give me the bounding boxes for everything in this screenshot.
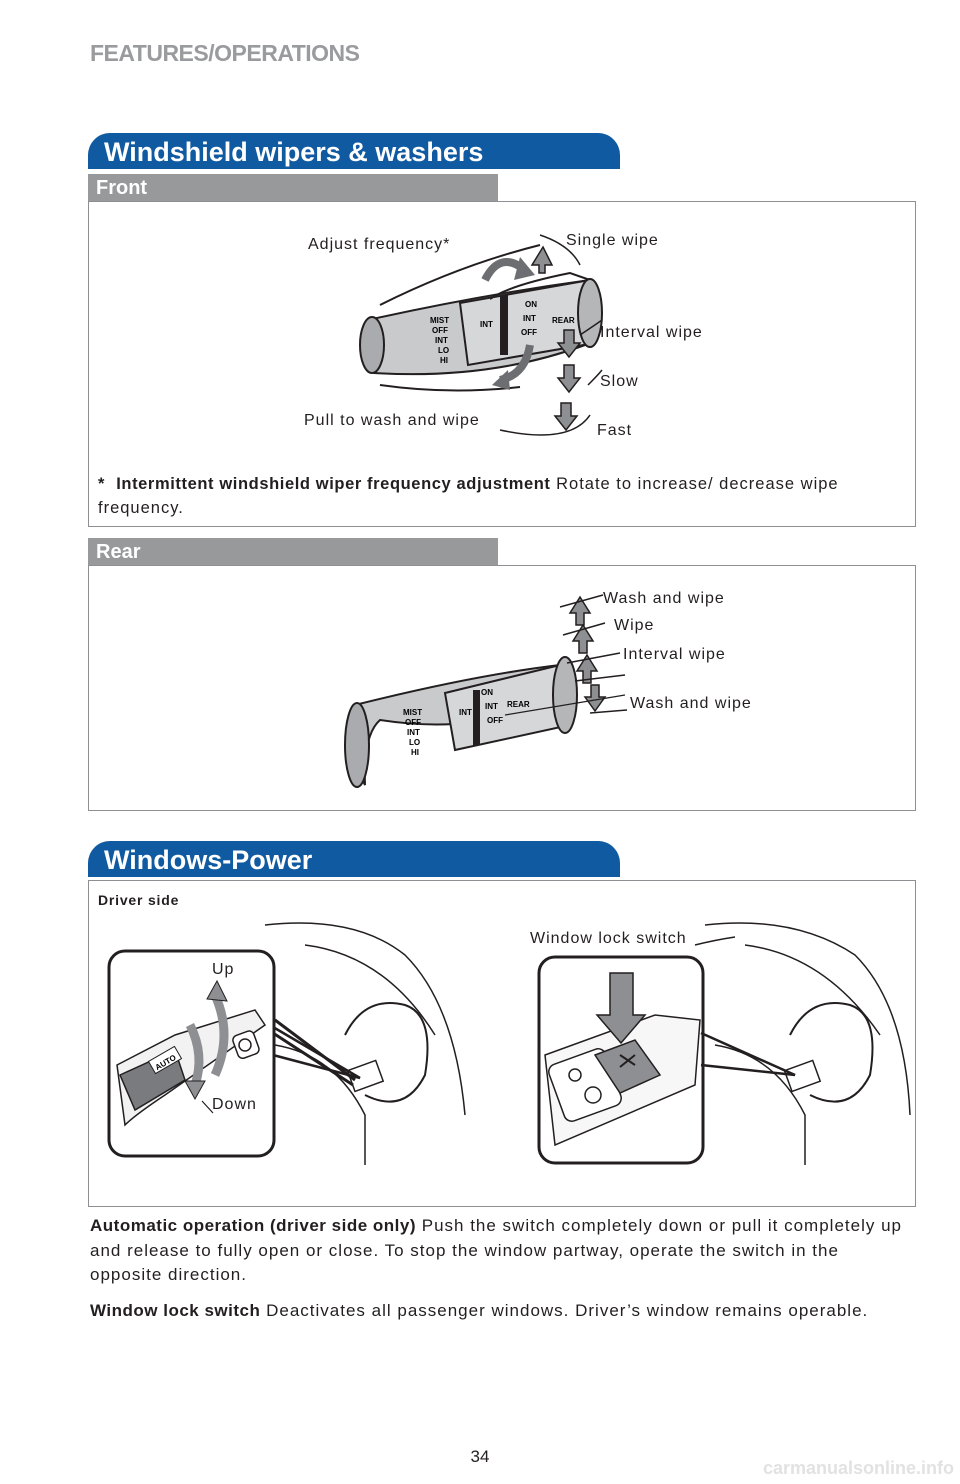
rear-stalk-mark-on: ON xyxy=(481,688,493,697)
rear-stalk-mark-int2: INT xyxy=(459,708,472,717)
label-window-lock-switch: Window lock switch xyxy=(530,930,687,948)
rear-stalk-mark-rear: REAR xyxy=(507,700,530,709)
stalk-mark-int: INT xyxy=(435,336,448,345)
rear-stalk-mark-off: OFF xyxy=(405,718,421,727)
auto-operation-bold: Automatic operation (driver side only) xyxy=(90,1216,416,1235)
stalk-mark-mist: MIST xyxy=(430,316,449,325)
wipers-section-title: Windshield wipers & washers xyxy=(88,133,618,169)
label-adjust-frequency: Adjust frequency* xyxy=(308,236,450,254)
window-lock-paragraph: Window lock switch Deactivates all passe… xyxy=(90,1299,910,1324)
rear-label-wipe: Wipe xyxy=(614,617,654,635)
watermark: carmanualsonline.info xyxy=(763,1458,954,1479)
footnote-bold: Intermittent windshield wiper frequency … xyxy=(116,475,550,493)
front-heading: Front xyxy=(88,174,498,202)
window-lock-bold: Window lock switch xyxy=(90,1301,260,1320)
label-pull-to-wash: Pull to wash and wipe xyxy=(304,412,480,430)
stalk-mark-off2: OFF xyxy=(521,328,537,337)
stalk-mark-rear: REAR xyxy=(552,316,575,325)
rear-stalk-mark-lo: LO xyxy=(409,738,420,747)
windows-section-title: Windows-Power xyxy=(88,841,618,877)
rear-stalk-mark-off2: OFF xyxy=(487,716,503,725)
rear-label-interval: Interval wipe xyxy=(623,646,726,664)
rear-label-wash-top: Wash and wipe xyxy=(603,590,725,608)
label-single-wipe: Single wipe xyxy=(566,232,659,250)
rear-stalk-mark-hi: HI xyxy=(411,748,419,757)
label-up: Up xyxy=(212,961,234,979)
stalk-mark-on: ON xyxy=(525,300,537,309)
auto-operation-paragraph: Automatic operation (driver side only) P… xyxy=(90,1214,910,1288)
rear-stalk-mark-int: INT xyxy=(407,728,420,737)
window-switch-illustration: AUTO xyxy=(105,915,475,1165)
stalk-mark-off: OFF xyxy=(432,326,448,335)
stalk-mark-int2: INT xyxy=(480,320,493,329)
stalk-mark-int3: INT xyxy=(523,314,536,323)
rear-heading: Rear xyxy=(88,538,498,566)
front-footnote: * Intermittent windshield wiper frequenc… xyxy=(98,472,898,520)
rear-wiper-stalk-illustration: MIST OFF INT LO HI INT ON INT OFF REAR xyxy=(335,585,635,800)
stalk-mark-hi: HI xyxy=(440,356,448,365)
label-down: Down xyxy=(212,1096,257,1114)
label-slow: Slow xyxy=(600,373,639,391)
rear-stalk-mark-mist: MIST xyxy=(403,708,422,717)
window-lock-illustration xyxy=(535,915,915,1165)
driver-side-label: Driver side xyxy=(98,892,179,908)
label-fast: Fast xyxy=(597,422,632,440)
label-interval-wipe: Interval wipe xyxy=(600,324,703,342)
window-lock-text: Deactivates all passenger windows. Drive… xyxy=(266,1301,868,1320)
rear-label-wash-bottom: Wash and wipe xyxy=(630,695,752,713)
section-header: FEATURES/OPERATIONS xyxy=(90,40,360,67)
rear-stalk-mark-int3: INT xyxy=(485,702,498,711)
footnote-star: * xyxy=(98,475,105,493)
stalk-mark-lo: LO xyxy=(438,346,449,355)
